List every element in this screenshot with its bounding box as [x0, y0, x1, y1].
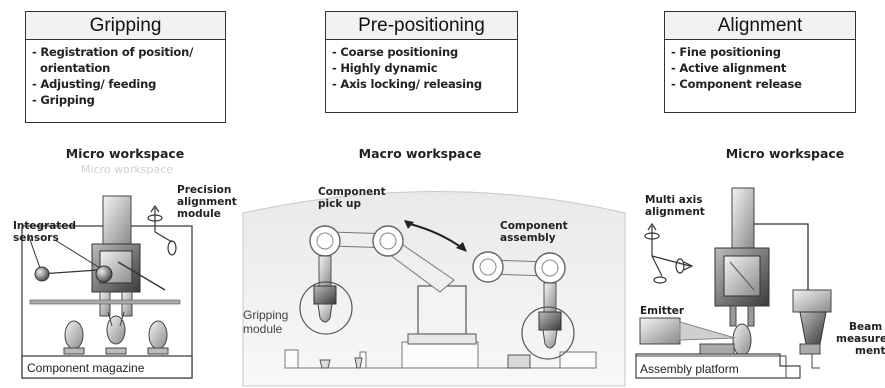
phase-title-pre-positioning: Pre-positioning	[326, 12, 517, 40]
label-assembly-1: Component	[500, 220, 568, 232]
phase-item: - Component release	[671, 77, 802, 91]
phase-item: - Registration of position/	[32, 45, 194, 59]
phase-item: - Adjusting/ feeding	[32, 77, 157, 91]
label-precision-1: Precision	[177, 184, 231, 196]
phase-box-gripping: Gripping - Registration of position/ ori…	[25, 11, 226, 123]
phase-list-gripping: - Registration of position/ orientation …	[26, 40, 225, 112]
label-precision-3: module	[177, 208, 221, 220]
label-component-magazine: Component magazine	[27, 361, 145, 375]
phase-item: - Gripping	[32, 93, 95, 107]
phase-box-alignment: Alignment - Fine positioning - Active al…	[664, 11, 856, 113]
label-precision-2: alignment	[177, 196, 237, 208]
workspace-caption-center: Macro workspace	[358, 146, 482, 161]
workspace-caption-left: Micro workspace	[65, 146, 185, 161]
phase-list-pre-positioning: - Coarse positioning - Highly dynamic - …	[326, 40, 517, 96]
label-multi-axis-2: alignment	[645, 206, 705, 218]
phase-box-pre-positioning: Pre-positioning - Coarse positioning - H…	[325, 11, 518, 113]
label-gripping-module-1: Gripping	[243, 308, 288, 322]
axes-icon	[147, 204, 177, 256]
phase-item: - Fine positioning	[671, 45, 781, 59]
label-beam-2: measure-	[836, 333, 885, 345]
phase-list-alignment: - Fine positioning - Active alignment - …	[665, 40, 855, 96]
phase-item: - Highly dynamic	[332, 61, 438, 75]
label-assembly-platform: Assembly platform	[640, 362, 739, 376]
right-workspace-scene: Multi axis alignment Emitter Beam measur…	[635, 187, 885, 379]
phase-item: - Coarse positioning	[332, 45, 459, 59]
phase-title-gripping: Gripping	[26, 12, 225, 40]
phase-item: - Active alignment	[671, 61, 787, 75]
phase-title-alignment: Alignment	[665, 12, 855, 40]
label-multi-axis-1: Multi axis	[645, 194, 703, 206]
label-pickup-1: Component	[318, 186, 386, 198]
label-pickup-2: pick up	[318, 198, 361, 210]
workspace-caption-left-ghost: Micro workspace	[81, 163, 173, 176]
magazine-parts	[63, 320, 169, 355]
label-sensors-1: Integrated	[13, 220, 76, 232]
center-workspace-scene: Component pick up Component assembly Gri…	[242, 186, 626, 387]
phase-item: - Axis locking/ releasing	[332, 77, 482, 91]
label-emitter: Emitter	[640, 305, 685, 317]
label-beam-1: Beam	[849, 321, 882, 333]
phase-item: orientation	[40, 61, 111, 75]
label-sensors-2: sensors	[13, 232, 59, 244]
label-beam-3: ment	[855, 345, 885, 357]
axes-icon-right	[644, 222, 694, 284]
left-workspace-scene: Precision alignment module Integrated se…	[13, 184, 237, 379]
label-assembly-2: assembly	[500, 232, 556, 244]
label-gripping-module-2: module	[243, 322, 283, 336]
workspace-caption-right: Micro workspace	[725, 146, 845, 161]
